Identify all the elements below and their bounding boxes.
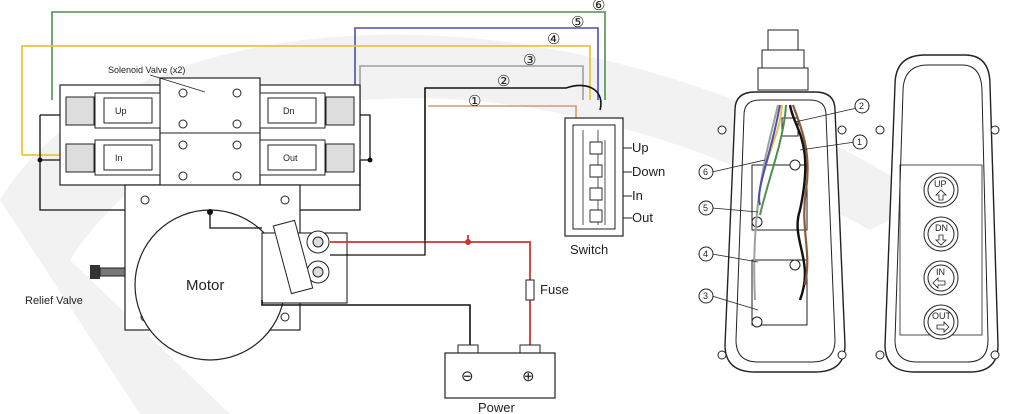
pendant-callout-6: 6: [703, 167, 708, 177]
wire-number-2: ②: [497, 73, 510, 90]
pendant-open-view: 2 1 6 5 4 3: [698, 29, 870, 373]
wire-number-1: ①: [468, 93, 481, 110]
pendant-button-dn-label: DN: [935, 223, 948, 233]
valve-label-dn: Dn: [283, 106, 295, 116]
switch-pos-up: Up: [632, 140, 649, 155]
switch-pos-in: In: [632, 188, 643, 203]
motor-assembly: Motor: [124, 184, 348, 361]
solenoid-title: Solenoid Valve (x2): [108, 65, 185, 75]
arrow-left-icon: [932, 277, 946, 289]
pendant-button-out-label: OUT: [932, 311, 952, 321]
wire-number-6: ⑥: [592, 0, 605, 14]
fuse: Fuse: [525, 279, 569, 301]
switch-pos-down: Down: [632, 164, 665, 179]
arrow-down-icon: [935, 234, 947, 246]
wire-red-power: [330, 241, 531, 280]
pendant-button-dn[interactable]: DN: [923, 216, 959, 252]
pendant-callout-3: 3: [703, 291, 708, 301]
battery-negative: ⊖: [461, 368, 474, 385]
pendant-closed-view: UP DN IN OUT: [875, 54, 1000, 373]
battery-positive: ⊕: [522, 368, 535, 385]
pendant-button-up-label: UP: [934, 179, 947, 189]
motor-label: Motor: [186, 277, 224, 294]
relief-valve-label: Relief Valve: [25, 295, 83, 307]
valve-label-out: Out: [283, 153, 298, 163]
pendant-button-in[interactable]: IN: [923, 260, 959, 296]
pendant-callout-1: 1: [857, 137, 862, 147]
switch-label: Switch: [570, 242, 608, 257]
pendant-callout-4: 4: [703, 249, 708, 259]
valve-label-in: In: [115, 153, 123, 163]
switch: Up Down In Out Switch: [564, 117, 665, 257]
wire-6-green: [51, 11, 606, 100]
pendant-callout-2: 2: [859, 101, 864, 111]
arrow-up-icon: [935, 189, 947, 201]
power-label: Power: [478, 400, 516, 414]
solenoid-valve-assembly: Solenoid Valve (x2) Up Dn In Out: [59, 65, 361, 191]
pendant-callout-5: 5: [703, 203, 708, 213]
arrow-right-icon: [936, 321, 950, 333]
wire-5-blue: [354, 27, 599, 100]
battery: ⊖ ⊕ Power: [444, 344, 556, 414]
fuse-label: Fuse: [540, 282, 569, 297]
wire-number-5: ⑤: [571, 14, 584, 31]
pendant-button-out[interactable]: OUT: [923, 304, 959, 340]
wiring-schematic: Solenoid Valve (x2) Up Dn In Out Motor: [21, 0, 665, 414]
pendant-button-in-label: IN: [936, 267, 945, 277]
wire-number-3: ③: [523, 52, 536, 69]
relief-valve: Relief Valve: [25, 265, 126, 307]
wire-number-4: ④: [547, 31, 560, 48]
valve-label-up: Up: [115, 106, 127, 116]
pendant-button-up[interactable]: UP: [923, 172, 959, 208]
wire-2-black: [424, 84, 602, 240]
switch-pos-out: Out: [632, 210, 653, 225]
wire-4-yellow: [21, 45, 591, 155]
